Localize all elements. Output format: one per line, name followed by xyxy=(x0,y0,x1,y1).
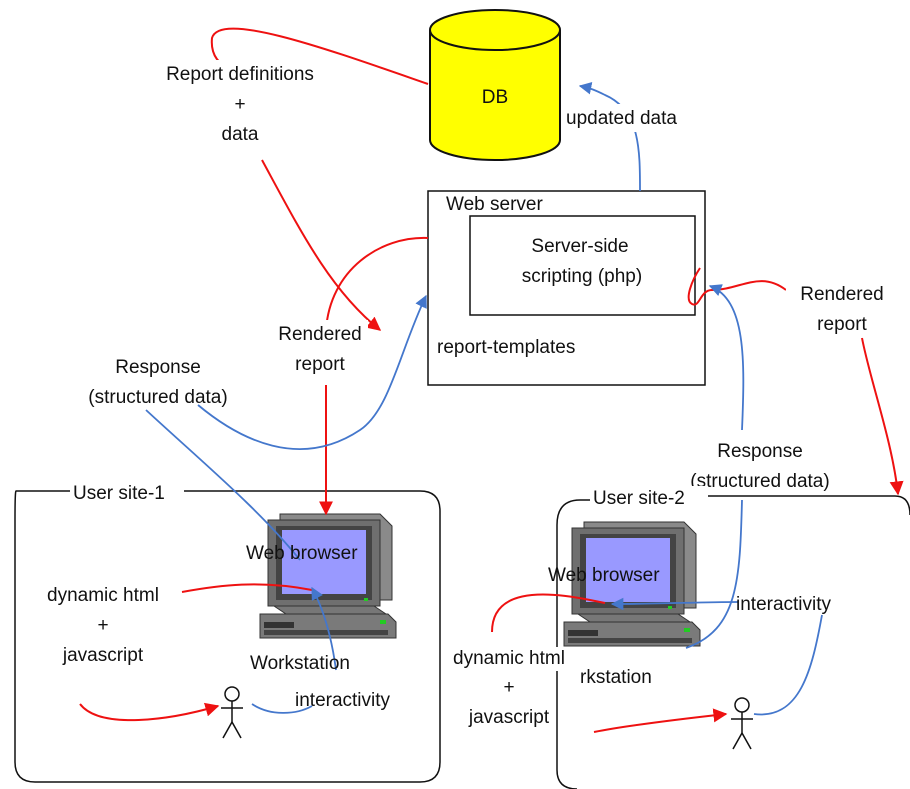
rendered-report-left-1: Rendered xyxy=(278,324,361,345)
blue-flows xyxy=(145,82,823,716)
response-right-1: Response xyxy=(717,441,803,462)
rendered-report-left-2: report xyxy=(295,354,345,375)
scripting-box xyxy=(469,215,696,316)
browser-2-label: Web browser xyxy=(548,565,660,586)
rendered-report-right-2: report xyxy=(817,314,867,335)
workstation-2-label: rkstation xyxy=(580,667,652,688)
user-1-icon xyxy=(220,686,244,739)
db-cylinder xyxy=(429,9,561,161)
rendered-report-right-1: Rendered xyxy=(800,284,883,305)
user-site-2-title: User site-2 xyxy=(593,488,685,509)
dynamic-html-2: dynamic html xyxy=(453,648,565,669)
db-label: DB xyxy=(482,87,508,108)
web-server-title: Web server xyxy=(446,194,543,215)
dynamic-html-1-plus: + xyxy=(97,615,108,636)
response-left-1: Response xyxy=(115,357,201,378)
scripting-line2: scripting (php) xyxy=(522,266,642,287)
scripting-line1: Server-side xyxy=(531,236,628,257)
response-right-2: (structured data) xyxy=(690,471,829,492)
report-definitions-label: Report definitions xyxy=(166,64,314,85)
dynamic-html-2-plus: + xyxy=(503,677,514,698)
interactivity-1-label: interactivity xyxy=(295,690,391,711)
workstation-1-label: Workstation xyxy=(250,653,350,674)
updated-data-label: updated data xyxy=(566,108,677,129)
javascript-1: javascript xyxy=(62,645,144,666)
response-left-2: (structured data) xyxy=(88,387,227,408)
workstation-1-icon xyxy=(259,513,397,639)
javascript-2: javascript xyxy=(468,707,550,728)
dynamic-html-1: dynamic html xyxy=(47,585,159,606)
user-2-icon xyxy=(730,697,754,750)
report-definitions-plus: + xyxy=(234,94,245,115)
report-templates-label: report-templates xyxy=(437,337,575,358)
browser-1-label: Web browser xyxy=(246,543,358,564)
user-site-1-frame xyxy=(14,490,441,783)
interactivity-2-label: interactivity xyxy=(736,594,832,615)
user-site-1-title: User site-1 xyxy=(73,483,165,504)
report-definitions-data: data xyxy=(222,124,259,145)
